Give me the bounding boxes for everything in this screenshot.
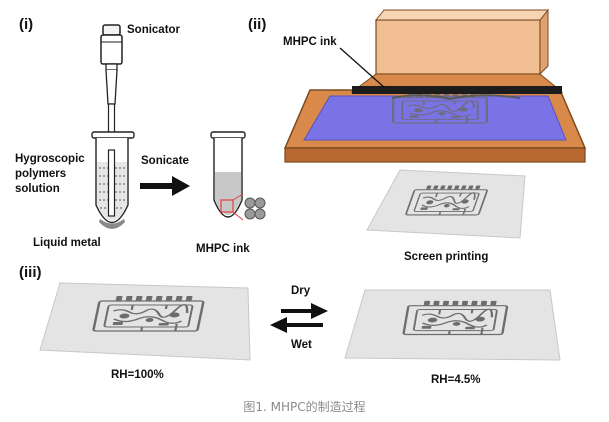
mhpc-ink-screen-label: MHPC ink <box>283 36 337 48</box>
dry-label: Dry <box>291 285 311 297</box>
dry-arrow <box>281 303 328 319</box>
sample-tube <box>91 131 135 229</box>
sonicate-arrow <box>140 176 190 196</box>
panel-label-i: (i) <box>19 16 34 33</box>
liquid-metal-label: Liquid metal <box>33 237 101 249</box>
screen-frame <box>283 89 587 163</box>
sonicator-label: Sonicator <box>127 24 181 36</box>
sonicate-label: Sonicate <box>141 155 189 167</box>
printed-film-ii <box>366 169 526 239</box>
panel-label-iii: (iii) <box>19 264 42 281</box>
wet-arrow <box>270 317 323 333</box>
squeegee <box>350 8 564 94</box>
panel-label-ii: (ii) <box>248 16 267 33</box>
ink-tube <box>210 131 246 221</box>
hygroscopic-label-line2: polymers <box>15 168 67 180</box>
mhpc-ink-label: MHPC ink <box>196 243 250 255</box>
rh-high-label: RH=100% <box>111 369 164 381</box>
hygroscopic-label-line1: Hygroscopic <box>15 153 85 165</box>
film-rh-high <box>39 282 251 361</box>
film-rh-low <box>344 289 561 361</box>
rh-low-label: RH=4.5% <box>431 374 481 386</box>
wet-label: Wet <box>291 339 312 351</box>
ink-leader-line <box>339 47 386 89</box>
figure-caption: 图1. MHPC的制造过程 <box>243 400 366 414</box>
screen-printing-label: Screen printing <box>404 251 489 263</box>
particle-icons <box>244 197 266 220</box>
ink-smear <box>391 94 521 101</box>
hygroscopic-label-line3: solution <box>15 183 60 195</box>
